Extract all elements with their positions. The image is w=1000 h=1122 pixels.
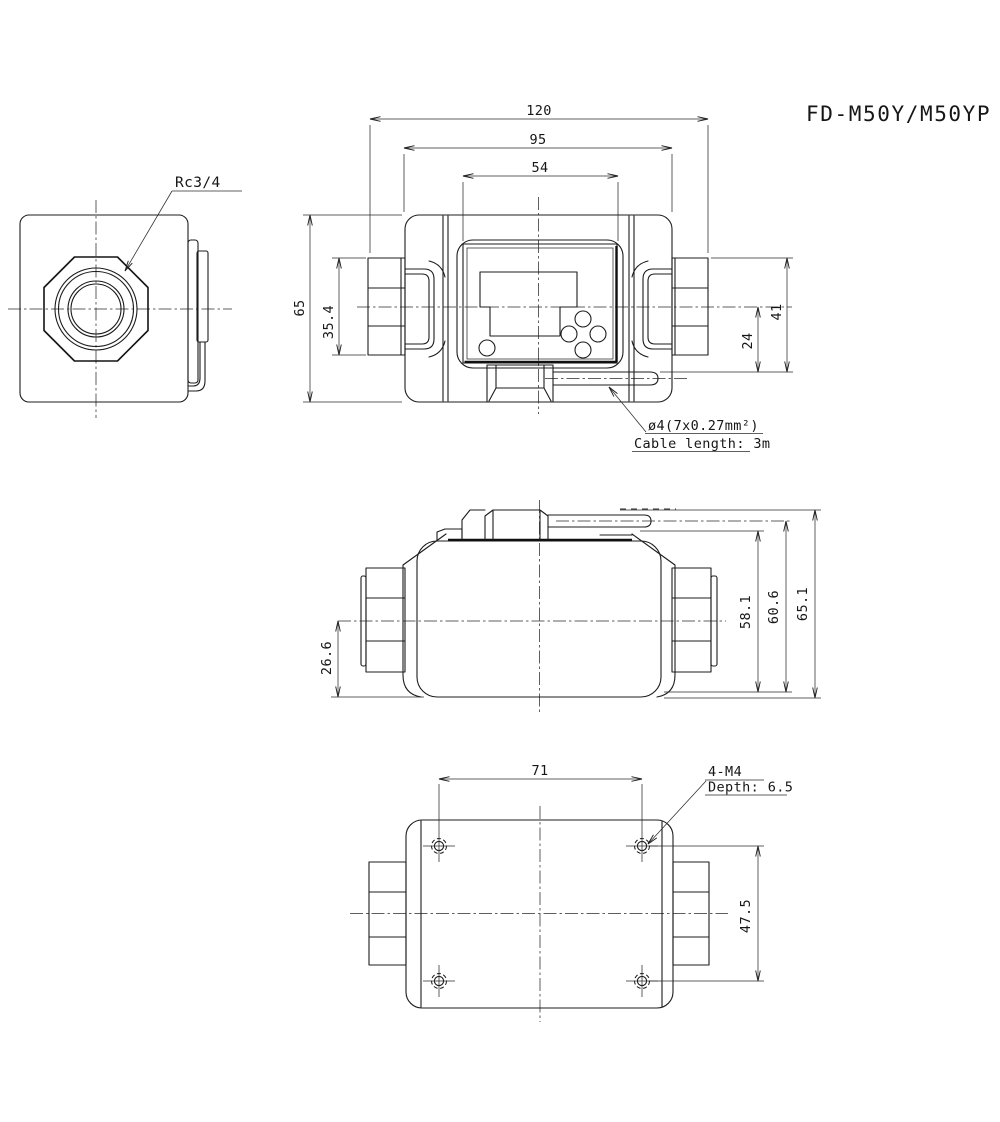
port-label-leader: [124, 190, 173, 272]
display-bezel: [462, 243, 618, 364]
hole-note-leader: [647, 780, 707, 845]
left-body-outline: [19, 214, 189, 403]
dim-ext-65: [303, 214, 402, 403]
side-left-hex-flats: [365, 597, 406, 642]
port-thread-label: Rc3/4: [175, 175, 221, 191]
button-right: [589, 325, 607, 343]
port-bore-outer: [67, 280, 125, 338]
button-mode: [478, 339, 496, 357]
side-body-outline: [416, 540, 662, 698]
page-title: FD-M50Y/M50YP: [806, 102, 991, 126]
mounting-hole-top-left: [423, 830, 455, 862]
hole-note-line2: Depth: 6.5: [708, 780, 793, 796]
dim-text-35-4: 35.4: [321, 305, 337, 339]
side-shell-profile: [402, 533, 676, 698]
dim-text-95: 95: [529, 132, 546, 148]
button-left: [560, 325, 578, 343]
side-left-nut-face: [360, 575, 367, 667]
side-view: 26.6 58.1 60.6 65.1: [319, 500, 821, 713]
mounting-hole-bottom-left: [423, 965, 455, 997]
cable-note-underlines: [632, 433, 763, 452]
bottom-panel-seams: [420, 820, 663, 1008]
dim-text-24: 24: [740, 332, 756, 349]
dim-ext-54: [462, 182, 619, 241]
dim-ext-71: [438, 784, 643, 830]
front-left-hex-flats: [367, 257, 406, 356]
hole-note-line1: 4-M4: [708, 764, 742, 780]
mounting-hole-bottom-right: [626, 965, 658, 997]
button-up: [574, 310, 592, 328]
front-right-hex-flats: [671, 257, 709, 356]
display-bezel-inner: [466, 247, 614, 360]
front-cable: [552, 371, 659, 386]
side-right-nut-face: [710, 575, 718, 667]
left-bezel-edge: [196, 250, 209, 343]
left-cable-elbow: [187, 341, 206, 392]
front-left-port-boss: [404, 260, 446, 358]
port-bore-inner: [70, 283, 122, 335]
front-view: ø4(7x0.27mm²) Cable length: 3m 120 95 54…: [292, 103, 793, 452]
dim-text-65-1: 65.1: [795, 587, 811, 621]
dim-ext-35-4: [332, 257, 366, 356]
hole-note-underlines: [705, 779, 787, 796]
side-gland-nut: [484, 509, 549, 541]
dim-ext-120: [369, 125, 709, 253]
bottom-view: 4-M4 Depth: 6.5 71 47.5: [350, 763, 793, 1022]
left-front-panel-edge: [187, 239, 199, 384]
front-left-hex-nut: [367, 257, 406, 356]
dim-ext-47-5: [650, 845, 764, 982]
port-ring-outer: [54, 267, 138, 351]
dim-text-54: 54: [531, 160, 548, 176]
dim-ext-58-1: [640, 530, 792, 693]
side-right-hex-nut: [671, 567, 712, 673]
bottom-centerlines: [350, 806, 728, 1022]
side-cable: [547, 514, 652, 528]
left-side-view: Rc3/4: [8, 175, 242, 418]
bottom-left-hex-nut: [368, 861, 407, 966]
side-right-hex-flats: [671, 597, 712, 642]
display-soft-frame: [456, 239, 624, 369]
front-cable-gland: [486, 364, 554, 403]
lcd-window: [479, 271, 578, 337]
dim-text-60-6: 60.6: [766, 590, 782, 624]
button-down: [574, 341, 592, 359]
front-right-port-boss: [631, 260, 673, 358]
left-view-centerlines: [8, 200, 232, 418]
bottom-left-hex-flats: [368, 891, 407, 938]
bottom-right-hex-flats: [672, 891, 710, 938]
side-left-hex-nut: [365, 567, 406, 673]
side-gland-step: [461, 509, 486, 541]
dim-text-41: 41: [769, 303, 785, 320]
bottom-right-hex-nut: [672, 861, 710, 966]
dim-text-47-5: 47.5: [738, 899, 754, 933]
cable-note-line1: ø4(7x0.27mm²): [648, 418, 759, 434]
dim-ext-41: [660, 257, 793, 373]
dim-text-120: 120: [526, 103, 552, 119]
front-panel-seams: [442, 215, 635, 402]
front-right-hex-nut: [671, 257, 709, 356]
side-centerlines: [338, 500, 790, 713]
display-bezel-shadow: [464, 246, 618, 364]
dim-text-58-1: 58.1: [738, 595, 754, 629]
dim-ext-95: [403, 154, 673, 212]
dim-text-26-6: 26.6: [319, 641, 335, 675]
cable-note-leader: [608, 386, 647, 433]
cable-note-line2: Cable length: 3m: [634, 436, 770, 452]
dim-text-71: 71: [531, 763, 548, 779]
front-cable-gland-detail: [488, 364, 552, 402]
front-centerlines: [357, 197, 792, 414]
port-ring-outer2: [57, 270, 135, 348]
dim-text-65: 65: [292, 299, 308, 316]
dim-ext-65-1: [620, 509, 821, 699]
